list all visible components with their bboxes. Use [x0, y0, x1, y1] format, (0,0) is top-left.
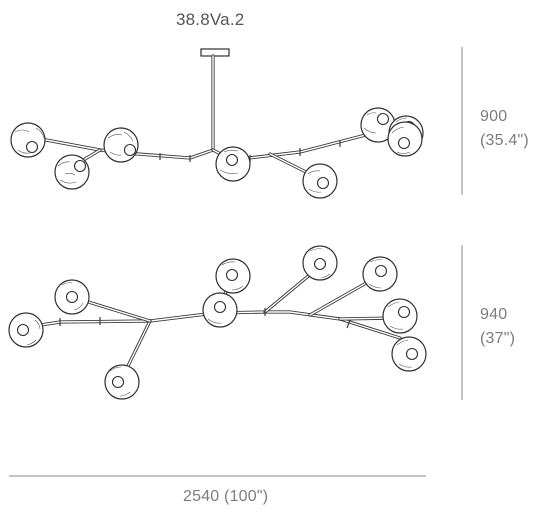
globe — [215, 258, 251, 294]
plan-view — [8, 245, 427, 400]
top-height-inches: (35.4") — [480, 132, 529, 149]
globe — [382, 298, 418, 334]
globe — [215, 146, 251, 182]
globe — [202, 292, 238, 328]
globe — [8, 312, 44, 348]
globe — [54, 154, 90, 190]
overall-width-label: 2540 (100") — [183, 488, 269, 505]
globe — [54, 279, 90, 315]
globe — [387, 121, 423, 157]
bottom-height-mm: 940 — [480, 306, 508, 323]
bottom-height-inches: (37") — [480, 330, 516, 347]
ceiling-canopy — [200, 48, 230, 57]
front-elevation-view — [10, 48, 424, 199]
globe — [391, 336, 427, 372]
globe — [302, 245, 338, 281]
globe — [302, 163, 338, 199]
globe — [104, 364, 140, 400]
globe — [362, 256, 398, 292]
top-height-mm: 900 — [480, 108, 508, 125]
model-label: 38.8Va.2 — [176, 10, 245, 29]
globe — [10, 122, 46, 158]
globe — [360, 107, 396, 143]
globe — [103, 127, 139, 163]
